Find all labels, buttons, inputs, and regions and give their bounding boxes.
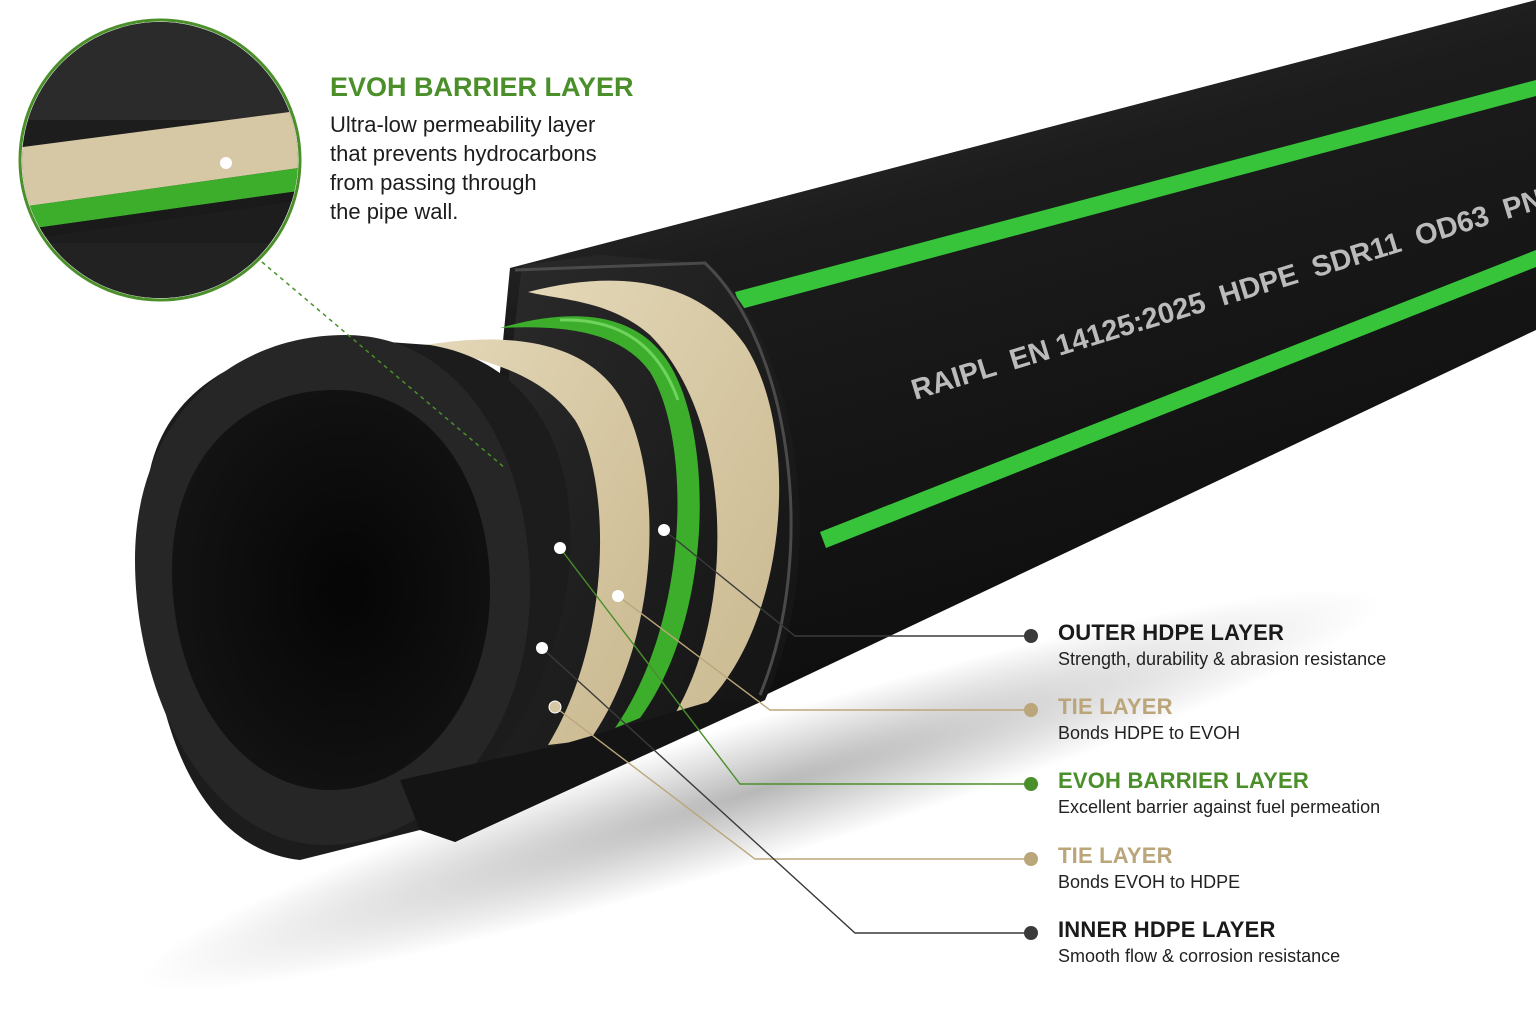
layer-anchor-dot-1 (612, 590, 624, 602)
layer-anchor-dot-2 (554, 542, 566, 554)
detail-description-line-2: that prevents hydrocarbons (330, 141, 597, 166)
detail-description-line-4: the pipe wall. (330, 199, 459, 224)
layer-desc-tie-outer: Bonds HDPE to EVOH (1058, 723, 1241, 743)
pipe-bore (172, 390, 490, 790)
inset-connector-line (261, 261, 506, 469)
layer-desc-inner-hdpe: Smooth flow & corrosion resistance (1058, 946, 1341, 966)
evoh-detail-inset (18, 18, 302, 302)
layer-leader-lines (536, 524, 1038, 940)
layer-title-tie-outer: TIE LAYER (1058, 694, 1173, 719)
layer-desc-evoh: Excellent barrier against fuel permeatio… (1058, 797, 1381, 817)
leader-line-0 (663, 529, 1031, 637)
inner-tie-layer-ring (425, 339, 650, 745)
green-stripe-lower (820, 250, 1536, 548)
detail-title: EVOH BARRIER LAYER (330, 72, 634, 102)
leader-line-2 (559, 547, 1031, 785)
layer-title-evoh: EVOH BARRIER LAYER (1058, 768, 1309, 793)
leader-end-dot-3 (1024, 852, 1038, 866)
layer-anchor-dot-4 (536, 642, 548, 654)
layer-anchor-dot-0 (658, 524, 670, 536)
layer-desc-tie-inner: Bonds EVOH to HDPE (1058, 872, 1241, 892)
leader-line-3 (554, 706, 1031, 860)
leader-end-dot-4 (1024, 926, 1038, 940)
outer-tie-layer-ring (528, 280, 780, 725)
detail-description: Ultra-low permeability layer that preven… (330, 110, 597, 226)
detail-description-line-1: Ultra-low permeability layer (330, 112, 596, 137)
detail-description-line-3: from passing through (330, 170, 537, 195)
layer-desc-outer-hdpe: Strength, durability & abrasion resistan… (1058, 649, 1387, 669)
leader-end-dot-0 (1024, 629, 1038, 643)
layer-title-outer-hdpe: OUTER HDPE LAYER (1058, 620, 1285, 645)
outer-hdpe-rim-highlight (514, 261, 793, 696)
layer-title-inner-hdpe: INNER HDPE LAYER (1058, 917, 1276, 942)
layer-anchor-dot-3 (548, 700, 562, 714)
inset-marker-dot (220, 157, 232, 169)
green-stripe-upper (735, 80, 1536, 309)
evoh-layer-highlight (559, 318, 680, 401)
layer-title-tie-inner: TIE LAYER (1058, 843, 1173, 868)
pipe-shadow (138, 588, 1382, 992)
leader-end-dot-1 (1024, 703, 1038, 717)
cut-step-edge (400, 700, 765, 842)
leader-line-4 (541, 647, 1031, 934)
leader-line-1 (617, 595, 1031, 711)
leader-end-dot-2 (1024, 777, 1038, 791)
